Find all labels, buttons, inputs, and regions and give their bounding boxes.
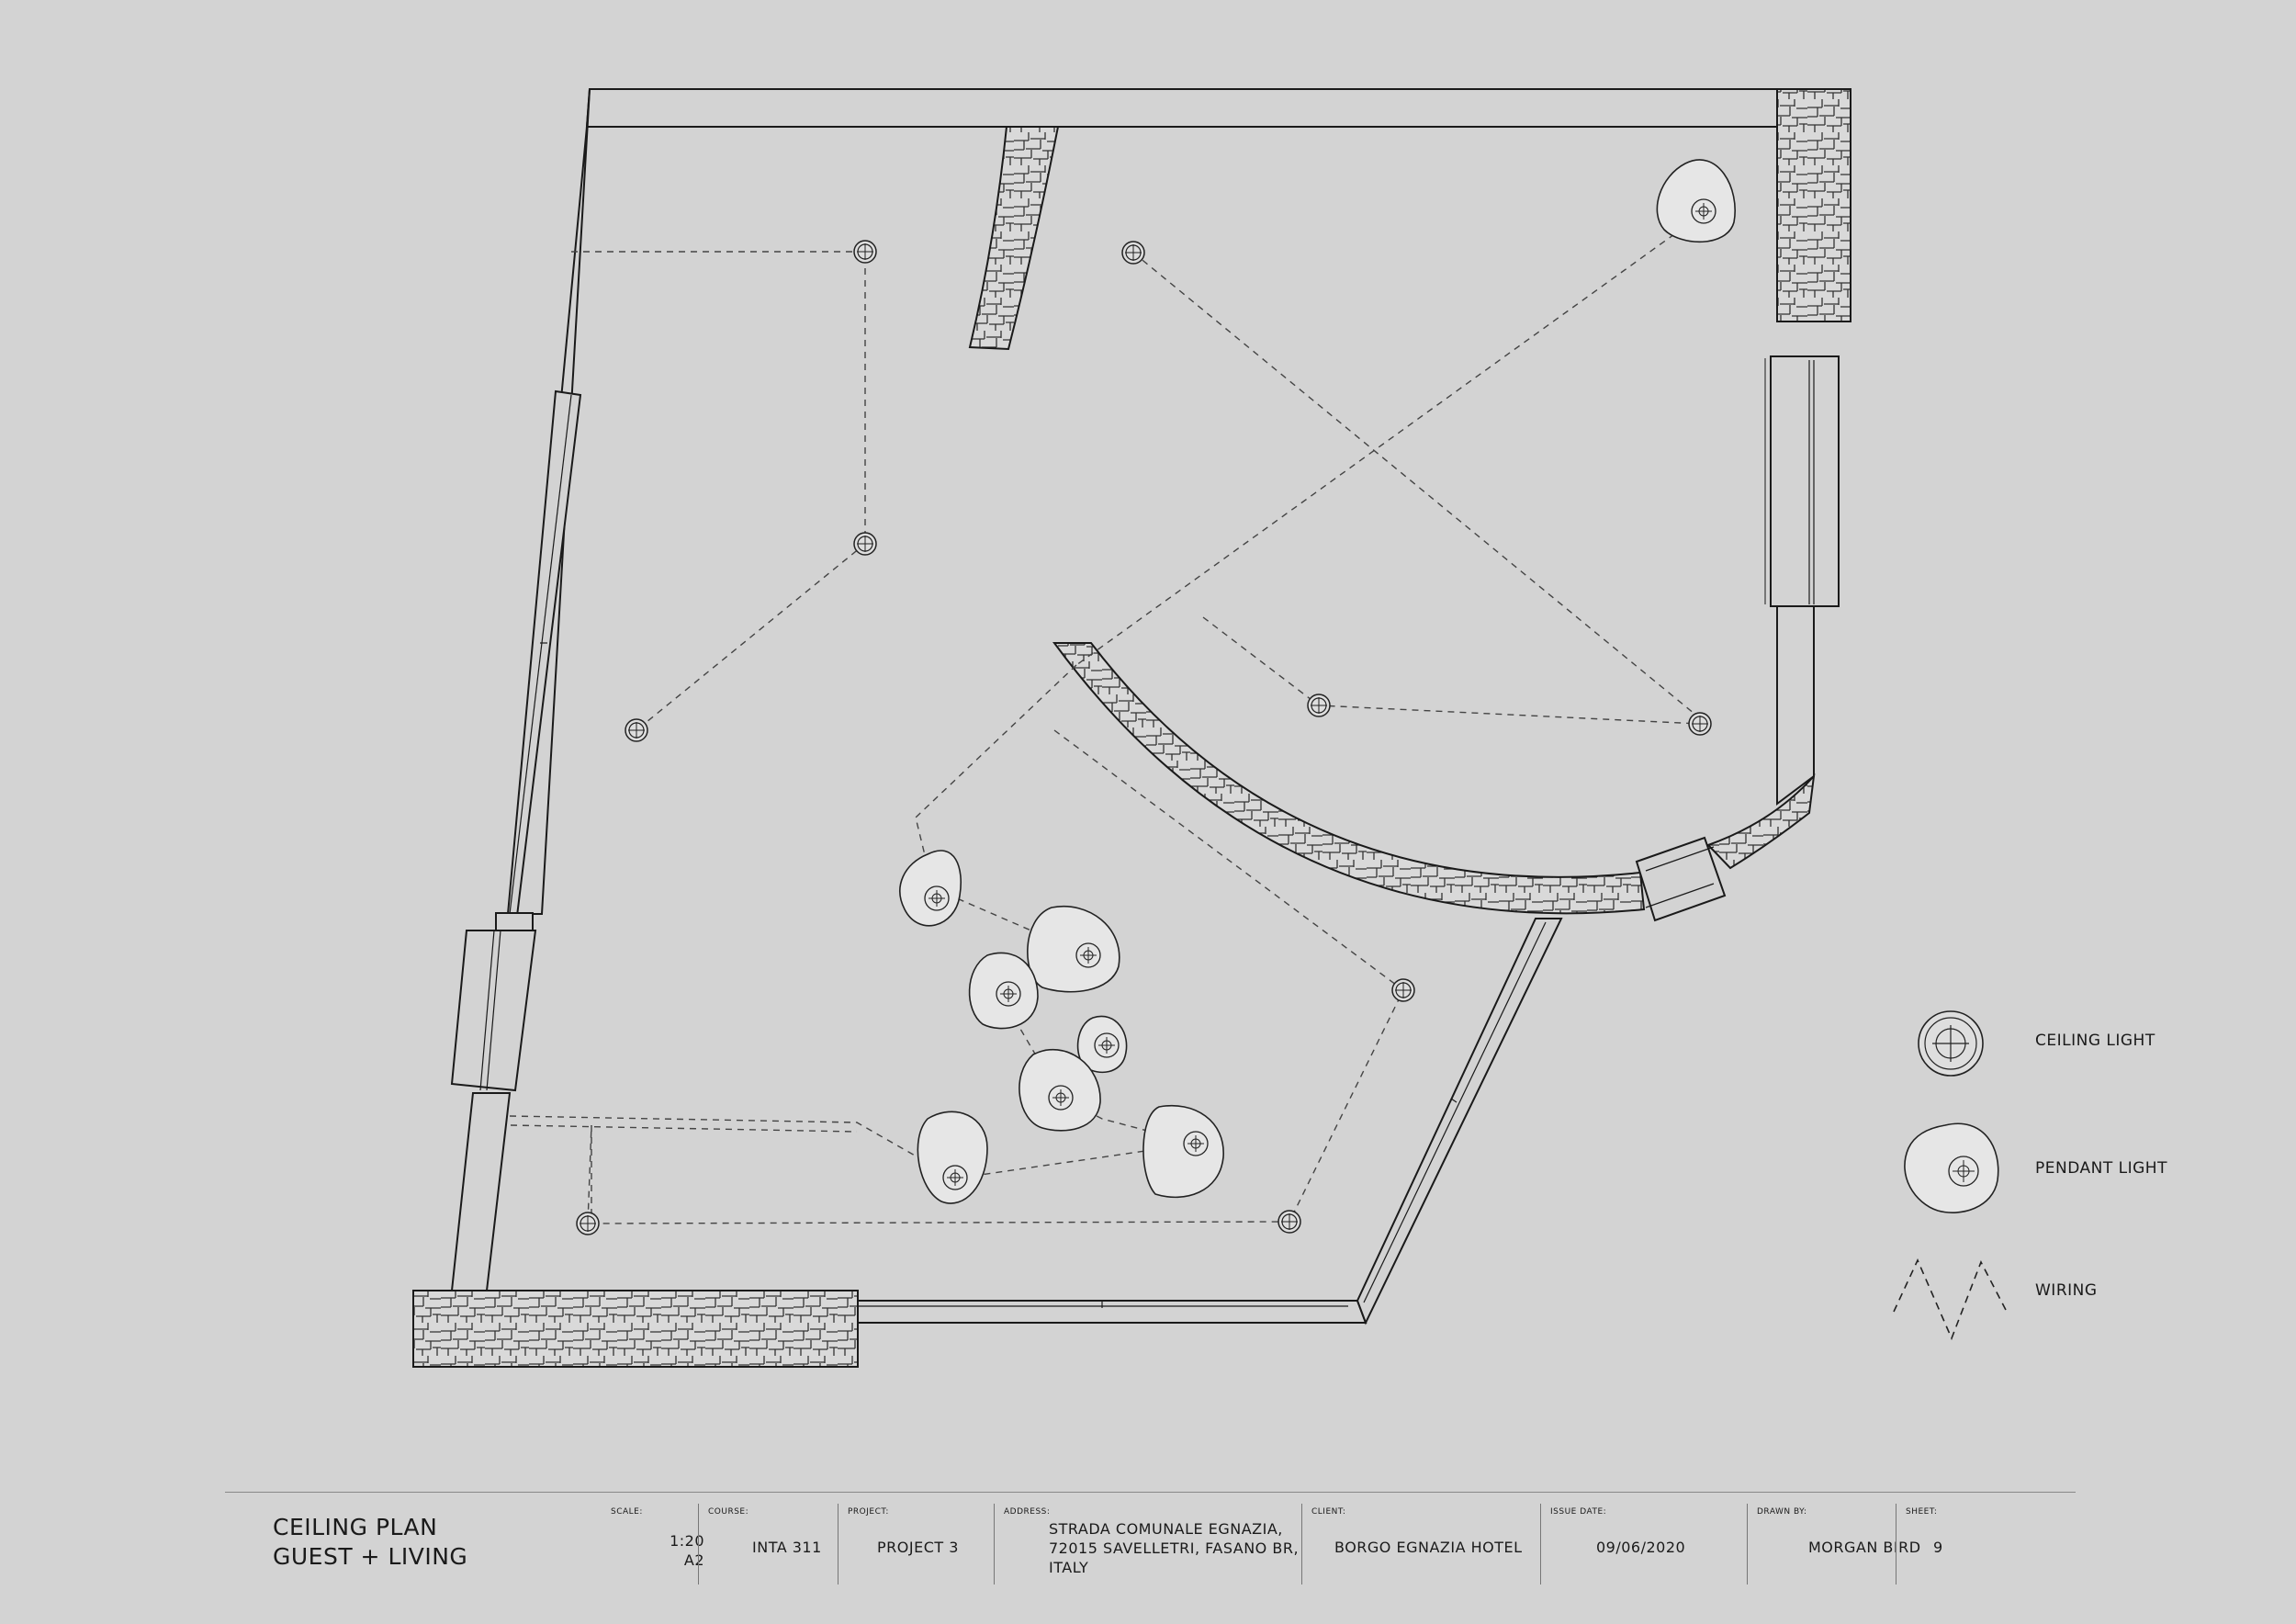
title-line-1: CEILING PLAN	[273, 1514, 438, 1540]
wiring-legend-icon	[1893, 1258, 2008, 1341]
legend	[1893, 1010, 2008, 1341]
pendant-lights	[899, 159, 1736, 1204]
ceiling-light-icon	[1391, 978, 1415, 1002]
course-value: INTA 311	[752, 1539, 822, 1556]
course-cell: COURSE: INTA 311	[698, 1504, 838, 1585]
ceiling-light-icon	[625, 718, 648, 742]
ceiling-light-icon	[1121, 241, 1145, 265]
scale-value: 1:20	[670, 1532, 704, 1550]
drawn-by-caption: DRAWN BY:	[1757, 1507, 1807, 1517]
sheet-caption: SHEET:	[1906, 1507, 1938, 1517]
address-caption: ADDRESS:	[1004, 1507, 1051, 1517]
ceiling-light-legend-icon	[1918, 1010, 1984, 1077]
client-value: BORGO EGNAZIA HOTEL	[1334, 1539, 1523, 1556]
client-caption: CLIENT:	[1311, 1507, 1346, 1517]
scale-cell: SCALE: 1:20 A2	[611, 1504, 704, 1585]
paper-size: A2	[683, 1551, 704, 1569]
drawn-by-value: MORGAN BIRD	[1808, 1539, 1921, 1556]
address-value: STRADA COMUNALE EGNAZIA, 72015 SAVELLETR…	[1049, 1520, 1300, 1576]
issue-date-caption: ISSUE DATE:	[1550, 1507, 1607, 1517]
pendant-light-legend-icon	[1904, 1122, 1999, 1213]
address-cell: ADDRESS: STRADA COMUNALE EGNAZIA, 72015 …	[994, 1504, 1302, 1585]
drawn-by-cell: DRAWN BY: MORGAN BIRD	[1747, 1504, 1920, 1585]
legend-wiring-label: WIRING	[2035, 1281, 2098, 1300]
curved-stone-wall	[1052, 642, 1646, 915]
ceiling-light-icon	[853, 532, 877, 556]
ceiling-light-icon	[1277, 1210, 1301, 1234]
project-caption: PROJECT:	[848, 1507, 889, 1517]
legend-ceiling-light-label: CEILING LIGHT	[2035, 1032, 2155, 1050]
issue-date-value: 09/06/2020	[1596, 1539, 1686, 1556]
title-line-2: GUEST + LIVING	[273, 1543, 468, 1570]
issue-date-cell: ISSUE DATE: 09/06/2020	[1540, 1504, 1748, 1585]
sheet-cell: SHEET: 9	[1896, 1504, 1970, 1585]
legend-pendant-light-label: PENDANT LIGHT	[2035, 1159, 2167, 1178]
drawing-title: CEILING PLAN GUEST + LIVING	[273, 1513, 467, 1572]
ceiling-light-icon	[853, 240, 877, 264]
project-cell: PROJECT: PROJECT 3	[838, 1504, 995, 1585]
title-block: CEILING PLAN GUEST + LIVING SCALE: 1:20 …	[225, 1492, 2076, 1594]
scale-caption: SCALE:	[611, 1507, 643, 1517]
ceiling-light-icon	[1688, 712, 1712, 736]
course-caption: COURSE:	[708, 1507, 749, 1517]
walls	[412, 88, 1851, 1368]
project-value: PROJECT 3	[877, 1539, 959, 1556]
ceiling-light-icon	[1307, 694, 1331, 717]
client-cell: CLIENT: BORGO EGNAZIA HOTEL	[1301, 1504, 1541, 1585]
ceiling-light-icon	[576, 1212, 600, 1235]
top-wall	[585, 88, 1779, 128]
sheet-value: 9	[1933, 1539, 1943, 1556]
